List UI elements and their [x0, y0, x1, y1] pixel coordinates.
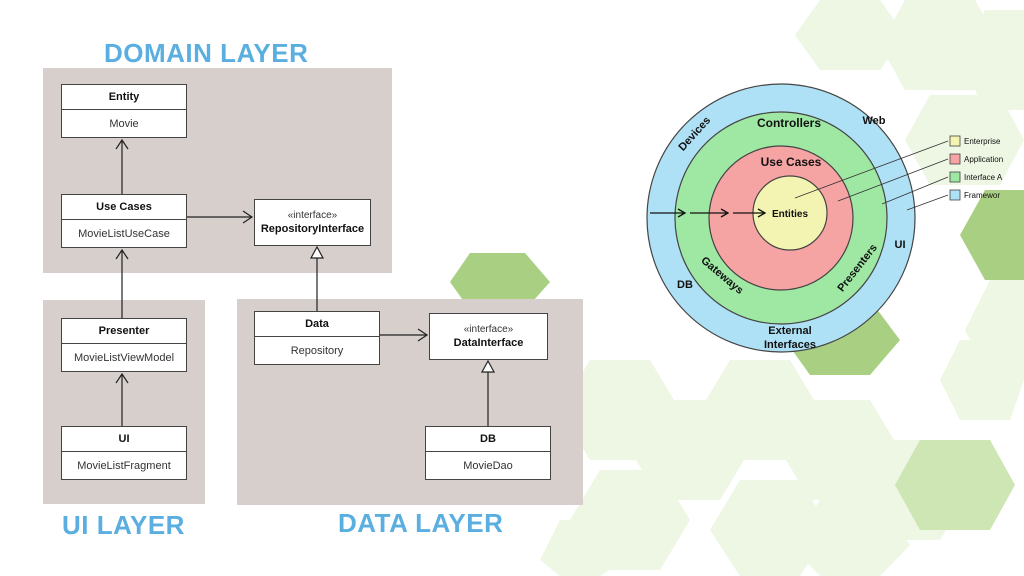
hexagon-shape: [450, 253, 550, 310]
ring-label-web: Web: [862, 115, 885, 127]
hexagon-shape: [960, 10, 1024, 110]
data-title: Data: [255, 312, 379, 337]
repository-interface-name: RepositoryInterface: [260, 223, 365, 235]
entity-box: Entity Movie: [61, 84, 187, 138]
hexagon-shape: [795, 0, 905, 70]
flow-arrow: [733, 208, 767, 218]
ring-label-external: External: [768, 325, 811, 337]
data-interface-stereotype: «interface»: [463, 324, 514, 335]
use-cases-title: Use Cases: [62, 195, 186, 220]
use-cases-box: Use Cases MovieListUseCase: [61, 194, 187, 248]
flow-arrow: [650, 208, 687, 218]
legend-label-frameworks: Framewor: [964, 191, 1000, 200]
legend-label-application: Application: [964, 155, 1003, 164]
hexagon-shape: [540, 520, 625, 576]
legend-swatch-frameworks: [949, 189, 961, 201]
legend-swatch-interface: [949, 171, 961, 183]
hexagon-shape: [905, 95, 1024, 185]
ring-label-ui: UI: [895, 239, 906, 251]
flow-arrow: [690, 208, 730, 218]
legend-label-enterprise: Enterprise: [964, 137, 1001, 146]
ring-label-controllers: Controllers: [757, 116, 821, 130]
hexagon-shape: [960, 190, 1024, 280]
legend-leader-line: [837, 158, 949, 202]
data-body: Repository: [290, 345, 344, 357]
ui-box: UI MovieListFragment: [61, 426, 187, 480]
data-interface-name: DataInterface: [453, 337, 524, 349]
legend-swatch-application: [949, 153, 961, 165]
legend-swatch-enterprise: [949, 135, 961, 147]
legend-label-interface: Interface A: [964, 173, 1003, 182]
legend-leader-line: [906, 194, 949, 211]
hexagon-shape: [790, 500, 910, 576]
db-body: MovieDao: [463, 460, 513, 472]
ui-title: UI: [62, 427, 186, 452]
ui-body: MovieListFragment: [77, 460, 171, 472]
entity-body: Movie: [109, 118, 139, 130]
legend-leader-line: [881, 176, 949, 205]
hexagon-shape: [940, 340, 1024, 420]
ring-label-entities: Entities: [772, 209, 809, 220]
ui-layer-title: UI LAYER: [62, 510, 185, 540]
data-box: Data Repository: [254, 311, 380, 365]
ring-label-use-cases: Use Cases: [761, 155, 822, 169]
legend-leader-line: [794, 140, 949, 199]
repository-interface-box: «interface» RepositoryInterface: [254, 199, 371, 246]
repository-interface-stereotype: «interface»: [287, 210, 338, 221]
data-layer-title: DATA LAYER: [338, 508, 504, 538]
presenter-title: Presenter: [62, 319, 186, 344]
db-box: DB MovieDao: [425, 426, 551, 480]
data-interface-box: «interface» DataInterface: [429, 313, 548, 360]
clean-architecture-diagram: Entities Use Cases Controllers Gateways …: [646, 83, 1003, 353]
domain-layer-title: DOMAIN LAYER: [104, 38, 309, 68]
db-title: DB: [426, 427, 550, 452]
ring-label-interfaces: Interfaces: [764, 339, 816, 351]
hexagon-shape: [895, 440, 1015, 530]
use-cases-body: MovieListUseCase: [78, 228, 170, 240]
presenter-body: MovieListViewModel: [73, 352, 175, 364]
ring-label-db: DB: [677, 279, 693, 291]
presenter-box: Presenter MovieListViewModel: [61, 318, 187, 372]
entity-title: Entity: [62, 85, 186, 110]
